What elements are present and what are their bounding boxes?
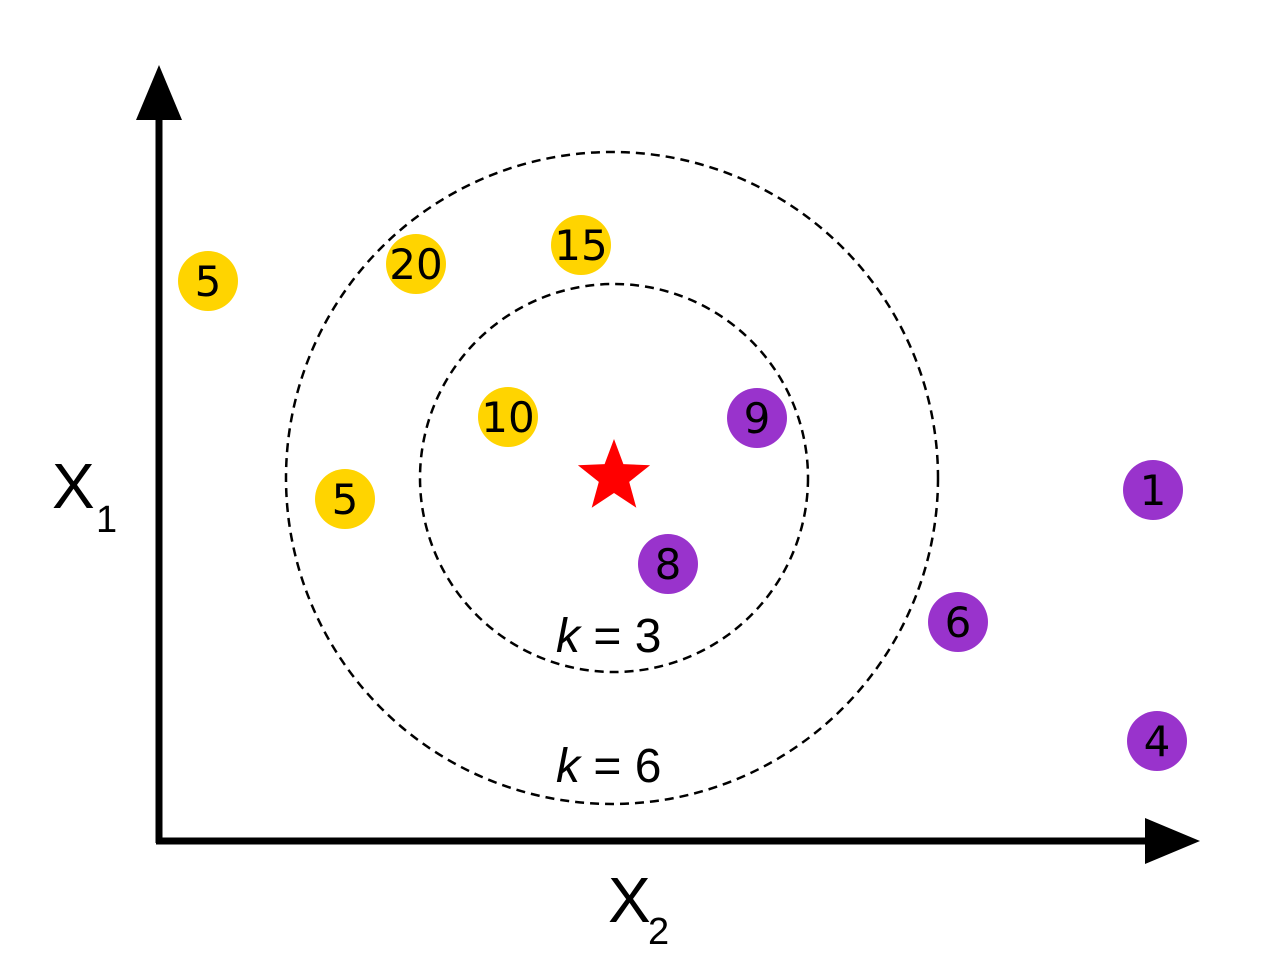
y-axis-arrow	[136, 65, 182, 120]
data-point-marker	[1127, 711, 1187, 771]
data-point-yellow: 5	[178, 251, 238, 311]
data-point-label: 5	[195, 257, 222, 306]
data-point-label: 10	[481, 393, 534, 442]
x-axis-arrow	[1145, 818, 1200, 864]
data-point-marker	[478, 387, 538, 447]
data-point-label: 1	[1140, 466, 1167, 515]
data-point-label: 4	[1144, 717, 1171, 766]
data-point-yellow: 10	[478, 387, 538, 447]
query-point-star	[577, 439, 651, 508]
y-axis-label: X	[52, 450, 95, 522]
data-point-marker	[386, 234, 446, 294]
data-point-label: 6	[945, 598, 972, 647]
axes	[136, 65, 1200, 864]
k3-label: k = 3	[556, 610, 661, 663]
data-point-marker	[551, 215, 611, 275]
data-point-label: 9	[744, 394, 771, 443]
y-axis-subscript: 1	[96, 499, 117, 541]
data-point-yellow: 20	[386, 234, 446, 294]
data-point-purple: 6	[928, 592, 988, 652]
data-point-label: 5	[332, 475, 359, 524]
data-point-purple: 4	[1127, 711, 1187, 771]
k6-boundary-circle	[284, 150, 940, 806]
data-point-purple: 1	[1123, 460, 1183, 520]
data-point-label: 8	[655, 540, 682, 589]
data-point-marker	[178, 251, 238, 311]
k3-boundary-circle	[418, 282, 810, 674]
data-point-marker	[928, 592, 988, 652]
data-point-marker	[1123, 460, 1183, 520]
data-point-purple: 9	[727, 388, 787, 448]
data-point-marker	[315, 469, 375, 529]
data-point-label: 20	[389, 240, 442, 289]
data-point-label: 15	[554, 221, 607, 270]
data-point-marker	[727, 388, 787, 448]
x-axis-subscript: 2	[648, 911, 669, 953]
k6-label: k = 6	[556, 740, 661, 793]
data-point-purple: 8	[638, 534, 698, 594]
data-point-marker	[638, 534, 698, 594]
data-point-yellow: 5	[315, 469, 375, 529]
x-axis-label: X	[608, 864, 651, 936]
data-point-yellow: 15	[551, 215, 611, 275]
data-points: 5 20 15 10 5 9 8 6 1 4	[178, 215, 1187, 771]
